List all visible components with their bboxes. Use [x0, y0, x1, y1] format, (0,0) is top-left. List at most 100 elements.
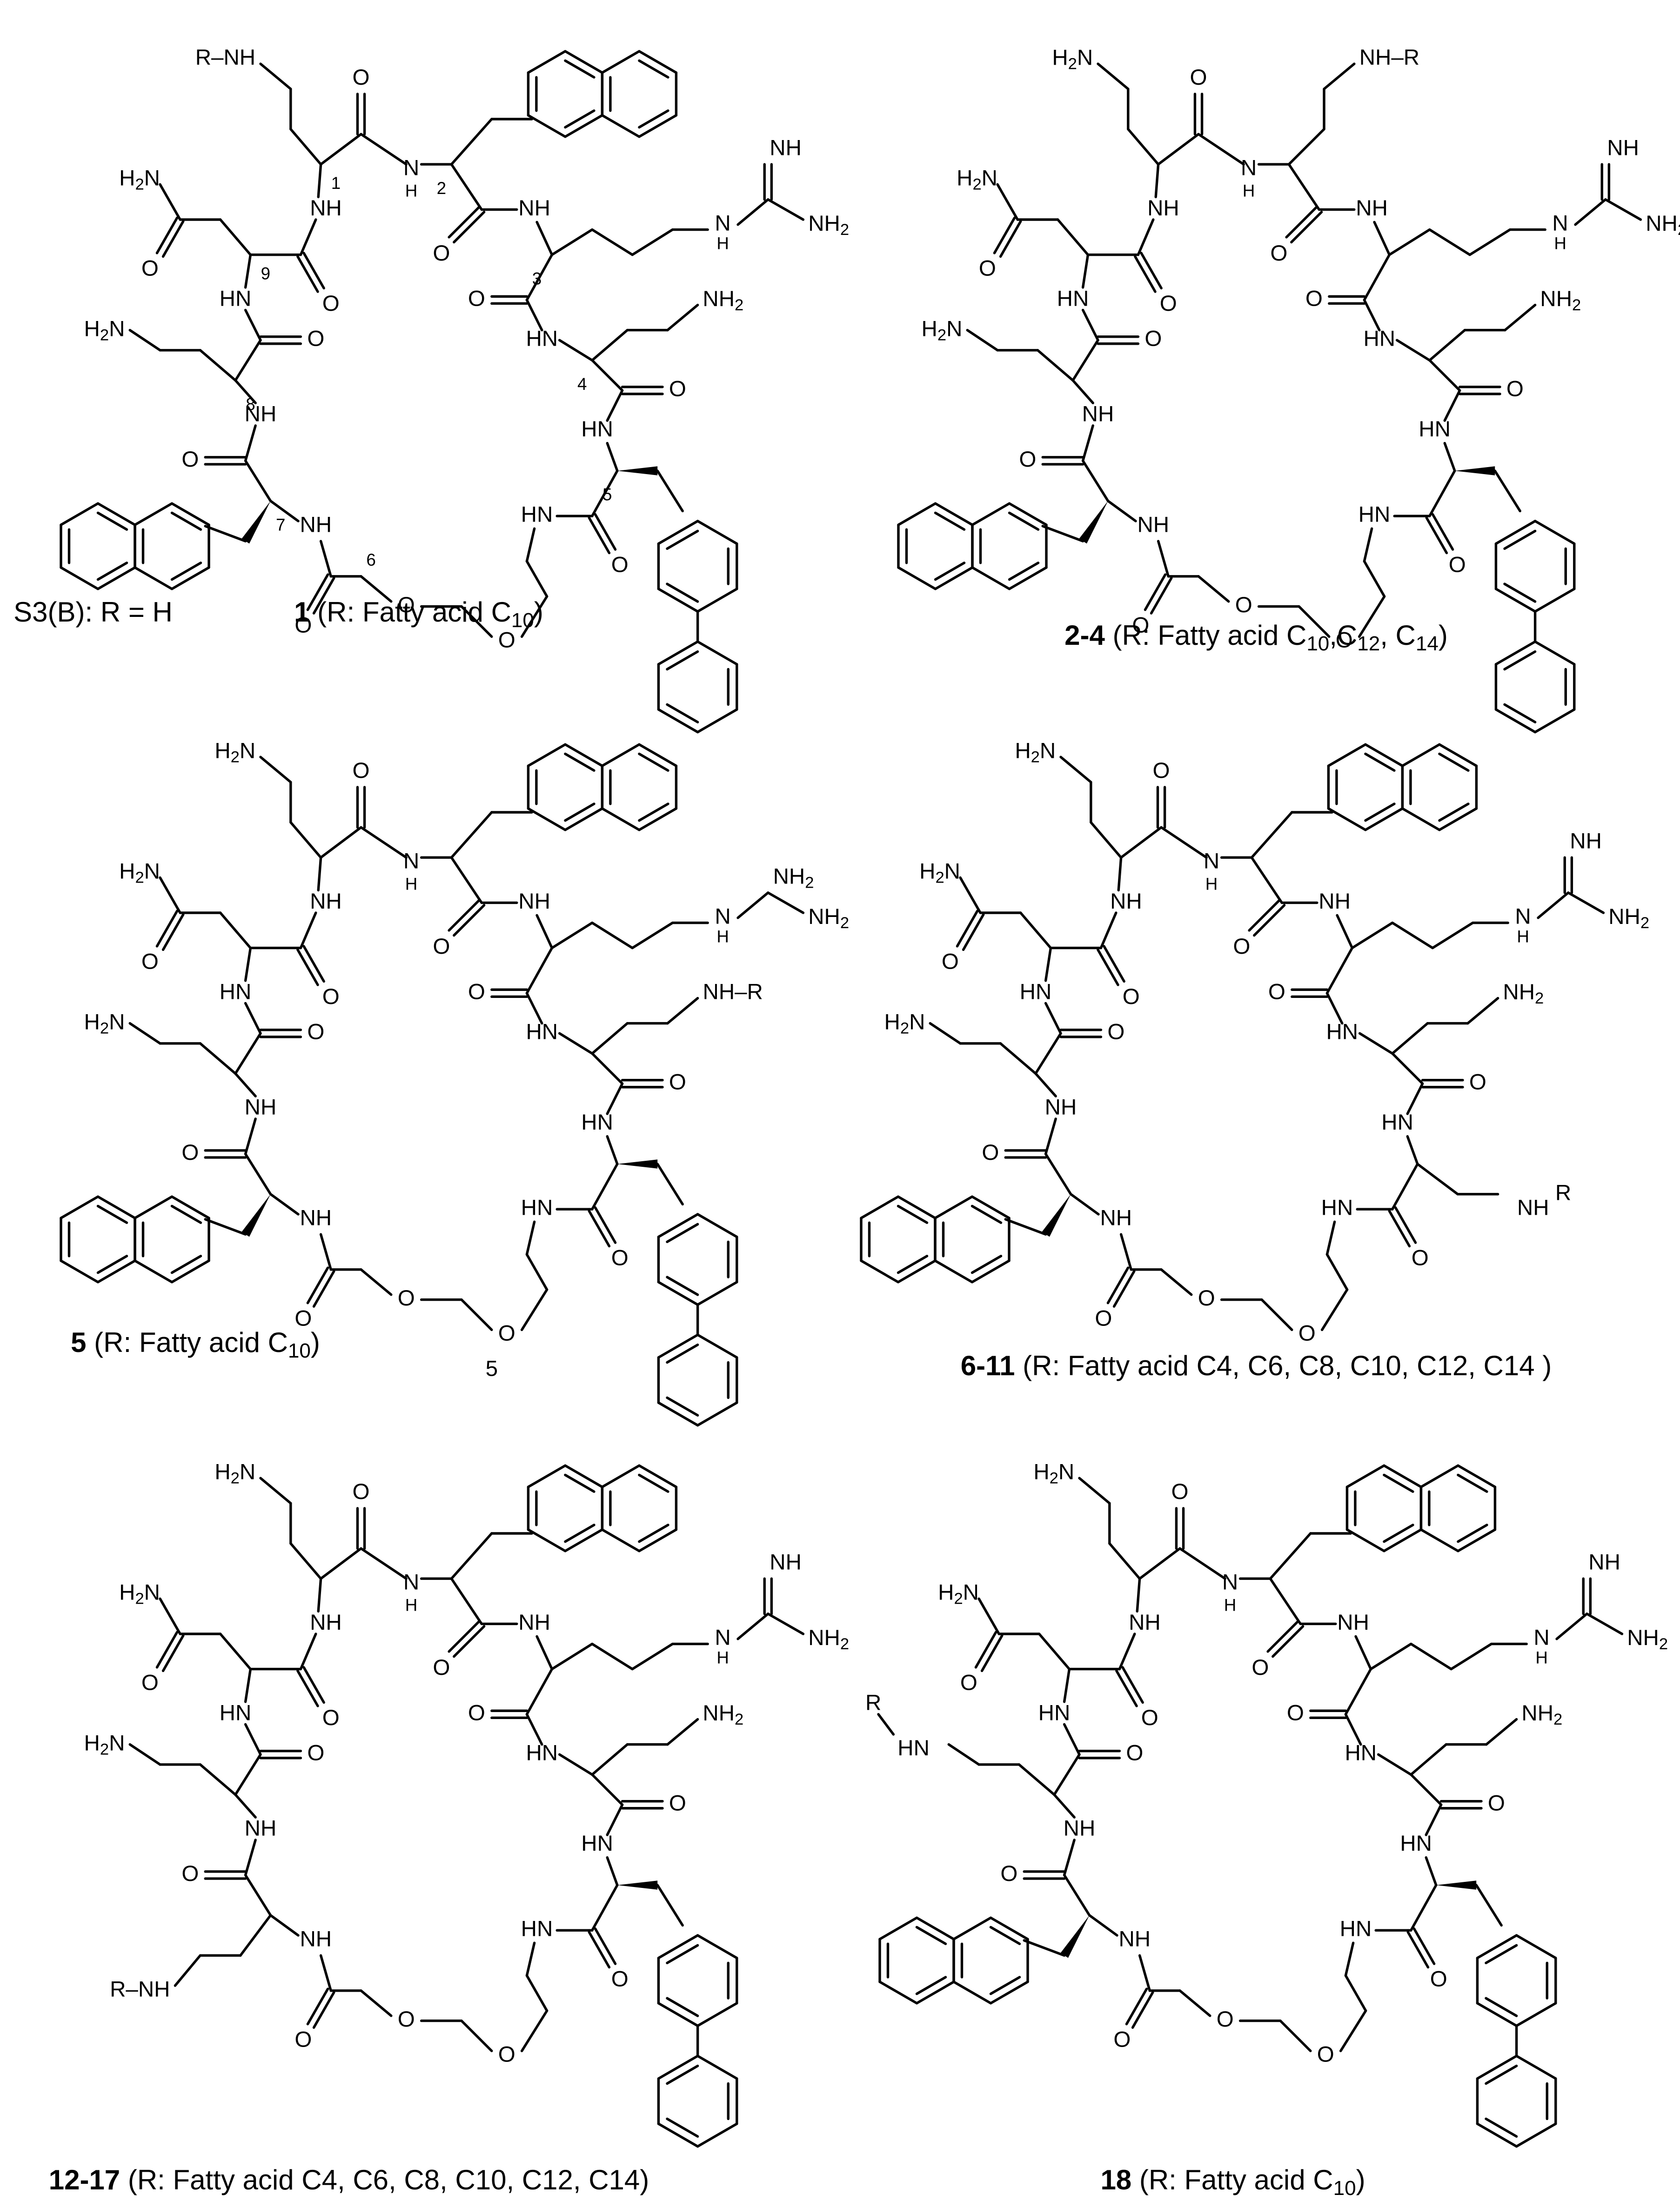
residue-number-3: 3	[532, 269, 542, 288]
bond	[1034, 1032, 1062, 1075]
carbonyl-oxygen: O	[181, 1861, 199, 1886]
bond	[1298, 605, 1331, 638]
bond	[606, 389, 624, 422]
bond	[1428, 469, 1456, 517]
r-amine-label: R–NH	[110, 1977, 170, 2001]
double-bond	[594, 513, 617, 551]
naphthalene-ring	[1327, 743, 1404, 831]
carbonyl-oxygen: O	[1160, 291, 1177, 316]
carboxamide-oxygen: O	[141, 1671, 159, 1695]
carbonyl-oxygen: O	[1145, 327, 1162, 351]
bond	[1428, 328, 1466, 362]
naphthyl-group-7	[860, 1195, 1011, 1284]
amide-nh: NH	[310, 196, 342, 221]
bond	[1178, 1547, 1226, 1580]
guanidine-nitrogen: N	[1533, 1625, 1549, 1650]
naphthyl-group-7	[897, 502, 1048, 590]
naphthalene-ring	[527, 50, 604, 138]
ring-bond	[860, 1195, 900, 1219]
bond	[1410, 1884, 1438, 1932]
carbonyl-oxygen: O	[1141, 1706, 1158, 1730]
amide-hn: HN	[220, 979, 252, 1004]
amine-label: NH2	[703, 1700, 743, 1728]
ether-oxygen: O	[498, 1321, 515, 1346]
carbonyl-oxygen: O	[982, 1140, 999, 1165]
guanidine-imine: NH	[770, 135, 802, 160]
double-bond	[1134, 255, 1157, 293]
naphthyl-group-2	[527, 50, 678, 138]
bond	[1279, 2019, 1312, 2053]
ring-bond	[696, 1333, 738, 1359]
bond	[360, 1989, 393, 2017]
bond	[1127, 127, 1160, 166]
ring-bond	[96, 566, 136, 590]
ring-bond	[527, 743, 567, 767]
amide-nh: NH	[1137, 512, 1169, 537]
naphthyl-group-2	[527, 743, 678, 831]
bond	[219, 218, 252, 256]
bond	[259, 756, 292, 783]
bond	[1425, 1803, 1443, 1836]
double-bond	[588, 516, 611, 555]
ring-bond	[638, 114, 678, 138]
ring-bond	[527, 1464, 567, 1488]
double-bond	[453, 904, 486, 937]
double-bond	[1121, 1666, 1144, 1704]
residue-number-4: 4	[577, 375, 587, 394]
guanidine-nitrogen: N	[1552, 211, 1568, 235]
amide-hn: HN	[1359, 502, 1391, 527]
bond	[1023, 1939, 1066, 1957]
ring-inner-bond	[666, 703, 699, 723]
ring-bond	[170, 566, 210, 590]
ring-bond	[60, 1259, 100, 1284]
ring-inner-bond	[564, 109, 596, 129]
ring-bond	[897, 566, 937, 590]
ring-bond	[1476, 2002, 1518, 2027]
double-bond	[1272, 1625, 1305, 1658]
amide-nh: NH	[518, 1610, 550, 1635]
ring-bond	[638, 1464, 678, 1488]
carbonyl-oxygen: O	[1268, 979, 1285, 1004]
double-bond	[306, 1987, 329, 2026]
double-bond	[1290, 211, 1323, 244]
naphthalene-ring	[601, 1464, 678, 1552]
bond	[1078, 1477, 1111, 1505]
bond	[1323, 62, 1356, 90]
ring-bond	[971, 1259, 1011, 1284]
phenyl-ring	[657, 1934, 738, 2027]
ring-inner-bond	[564, 59, 596, 79]
double-bond	[448, 899, 481, 932]
double-bond	[1285, 206, 1318, 239]
carbonyl-oxygen: O	[1095, 1306, 1112, 1331]
bond	[1069, 1193, 1100, 1216]
ring-inner-bond	[666, 1396, 699, 1417]
bond	[234, 379, 257, 404]
bond	[1178, 1989, 1211, 2017]
ring-inner-bond	[1503, 582, 1537, 603]
ring-bond	[564, 1464, 604, 1488]
naphthalene-ring	[860, 1195, 937, 1284]
ring-bond	[1533, 588, 1576, 613]
ring-bond	[1401, 807, 1441, 831]
bond	[1044, 1117, 1057, 1156]
wedge-bond	[241, 1194, 271, 1237]
bond	[199, 1042, 237, 1075]
bond	[550, 1642, 594, 1671]
ring-bond	[989, 1916, 1029, 1940]
bond	[219, 911, 252, 950]
bond	[736, 1613, 770, 1640]
bond	[360, 133, 408, 166]
naphthyl-group-2	[1345, 1464, 1497, 1552]
bond	[234, 339, 262, 382]
double-bond	[1131, 1991, 1154, 2029]
naphthalene-ring	[527, 1464, 604, 1552]
bond	[631, 1642, 674, 1671]
ether-oxygen: O	[498, 2042, 515, 2067]
bond	[736, 891, 770, 919]
guanidine-nitrogen: N	[715, 211, 730, 235]
bond	[591, 1884, 619, 1932]
guanidine-imine: NH	[770, 1550, 802, 1574]
residue-number-1: 1	[331, 174, 341, 193]
amide-nitrogen: N	[403, 849, 419, 874]
